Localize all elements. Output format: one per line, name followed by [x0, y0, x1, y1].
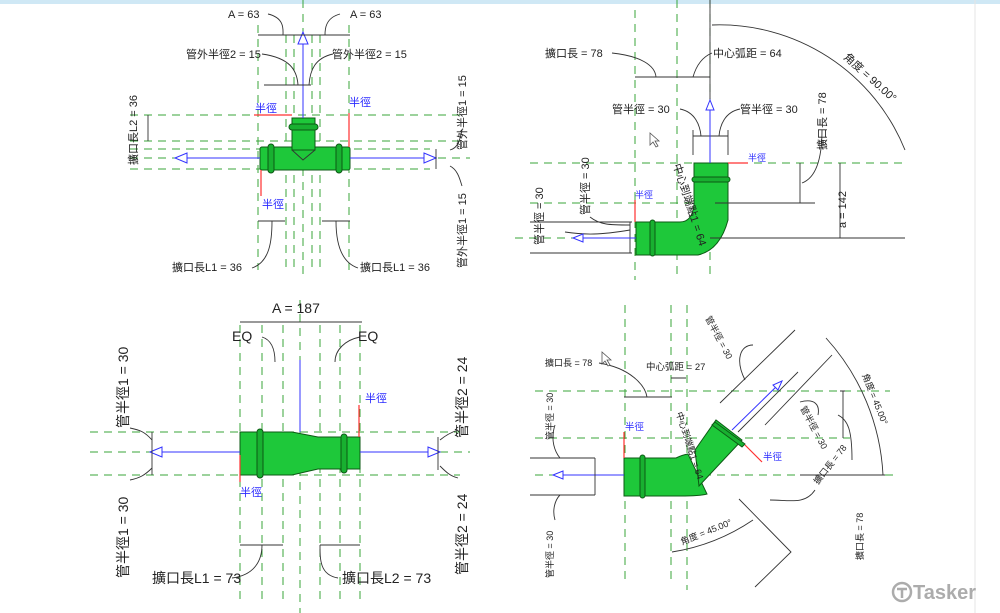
elbow-45-view: 擴口長 = 78 中心弧距 = 27 半徑 半徑 管半徑 = 30 管半徑 = …: [530, 305, 895, 590]
tee-socket-l1-left-label: 擴口長L1 = 36: [172, 260, 242, 274]
elbow45-radius-label: 半徑: [763, 451, 783, 463]
tasker-watermark: Tasker: [891, 581, 976, 604]
elbow90-radius-label: 半徑: [748, 152, 766, 163]
tee-arrow-right-icon: [423, 152, 438, 164]
elbow45-arrow-diag-icon: [772, 380, 783, 391]
elbow-90-view: 擴口長 = 78 中心弧距 = 64 角度 = 90.00° 管半徑 = 30 …: [515, 0, 906, 280]
elbow45-socket-diag-label: 擴口長 = 78: [811, 442, 849, 486]
top-border: [0, 0, 1000, 4]
tee-socket-l2-label: 擴口長L2 = 36: [126, 95, 140, 165]
tee-radius-label: 半徑: [349, 95, 371, 109]
elbow45-radius-label: 半徑: [625, 421, 645, 433]
tee-outer-radius2-right-label: 管外半徑2 = 15: [332, 47, 407, 61]
elbow90-pipe-radius-right-label: 管半徑 = 30: [740, 102, 798, 116]
elbow45-socket-vertical-label: 擴口長 = 78: [854, 513, 865, 560]
reducer-radius-label: 半徑: [365, 391, 387, 405]
reducer-radius1-bottom-label: 管半徑1 = 30: [115, 496, 131, 578]
tee-fitting-view: A = 63 A = 63 管外半徑2 = 15 管外半徑2 = 15 半徑 半…: [126, 0, 470, 280]
tee-arrow-left-icon: [173, 152, 188, 164]
elbow90-a-label: a = 142: [837, 191, 849, 228]
reducer-arrow-right-icon: [427, 446, 442, 458]
elbow90-pipe-radius-left-label: 管半徑 = 30: [612, 102, 670, 116]
tee-radius-label: 半徑: [255, 101, 277, 115]
reducer-view: A = 187 EQ EQ 半徑 半徑 管半徑1 = 30 管半徑1 = 30 …: [90, 300, 470, 613]
reducer-eq-left-label: EQ: [232, 328, 252, 344]
elbow90-socket-label: 擴口長 = 78: [545, 46, 603, 60]
tee-arrow-up-icon: [297, 30, 309, 45]
elbow90-angle-label: 角度 = 90.00°: [841, 50, 900, 105]
tee-a-right-label: A = 63: [350, 9, 382, 21]
reducer-radius2-bottom-label: 管半徑2 = 24: [454, 493, 470, 575]
tee-outer-radius1-bottom-label: 管外半徑1 = 15: [455, 193, 469, 268]
elbow45-pipe-radius-3-label: 管半徑 = 30: [544, 393, 555, 440]
elbow45-pipe-radius-2-label: 管半徑 = 30: [798, 404, 830, 451]
elbow45-center-arc-label: 中心弧距 = 27: [646, 361, 705, 373]
reducer-arrow-left-icon: [148, 446, 163, 458]
watermark-text: Tasker: [913, 582, 976, 604]
elbow45-arrow-left-icon: [551, 470, 564, 480]
reducer-radius1-top-label: 管半徑1 = 30: [115, 346, 131, 428]
tee-a-left-label: A = 63: [228, 9, 260, 21]
elbow90-pipe-radius-v2-label: 管半徑 = 30: [578, 157, 592, 215]
elbow90-pipe-radius-v1-label: 管半徑 = 30: [532, 187, 546, 245]
reducer-socket-l2-label: 擴口長L2 = 73: [342, 570, 431, 586]
reducer-radius2-top-label: 管半徑2 = 24: [454, 356, 470, 438]
mouse-cursor-icon: [601, 351, 613, 367]
elbow45-angle-outer-label: 角度 = 45.00°: [860, 372, 891, 427]
elbow90-socket-vertical-label: 擴口長 = 78: [815, 92, 829, 150]
mouse-cursor-icon: [649, 132, 661, 148]
reducer-radius-label: 半徑: [240, 485, 262, 499]
tee-pipe-body: [259, 117, 351, 174]
tee-socket-l1-right-label: 擴口長L1 = 36: [360, 260, 430, 274]
reducer-a-label: A = 187: [272, 300, 320, 316]
elbow45-pipe-radius-4-label: 管半徑 = 30: [544, 531, 555, 578]
reducer-socket-l1-label: 擴口長L1 = 73: [152, 570, 241, 586]
tee-radius-label: 半徑: [262, 197, 284, 211]
tee-outer-radius1-top-label: 管外半徑1 = 15: [455, 75, 469, 150]
elbow90-arrow-up-icon: [705, 98, 715, 111]
elbow45-pipe-radius-1-label: 管半徑 = 30: [703, 314, 735, 361]
elbow45-socket-label: 擴口長 = 78: [545, 357, 592, 368]
elbow90-radius-label: 半徑: [635, 189, 653, 200]
elbow90-arrow-left-icon: [571, 233, 584, 243]
tee-outer-radius2-left-label: 管外半徑2 = 15: [186, 47, 261, 61]
elbow90-center-arc-label: 中心弧距 = 64: [713, 46, 782, 60]
tasker-logo-icon: [891, 581, 913, 603]
elbow90-pipe-body: [635, 162, 729, 256]
reducer-eq-right-label: EQ: [358, 328, 378, 344]
